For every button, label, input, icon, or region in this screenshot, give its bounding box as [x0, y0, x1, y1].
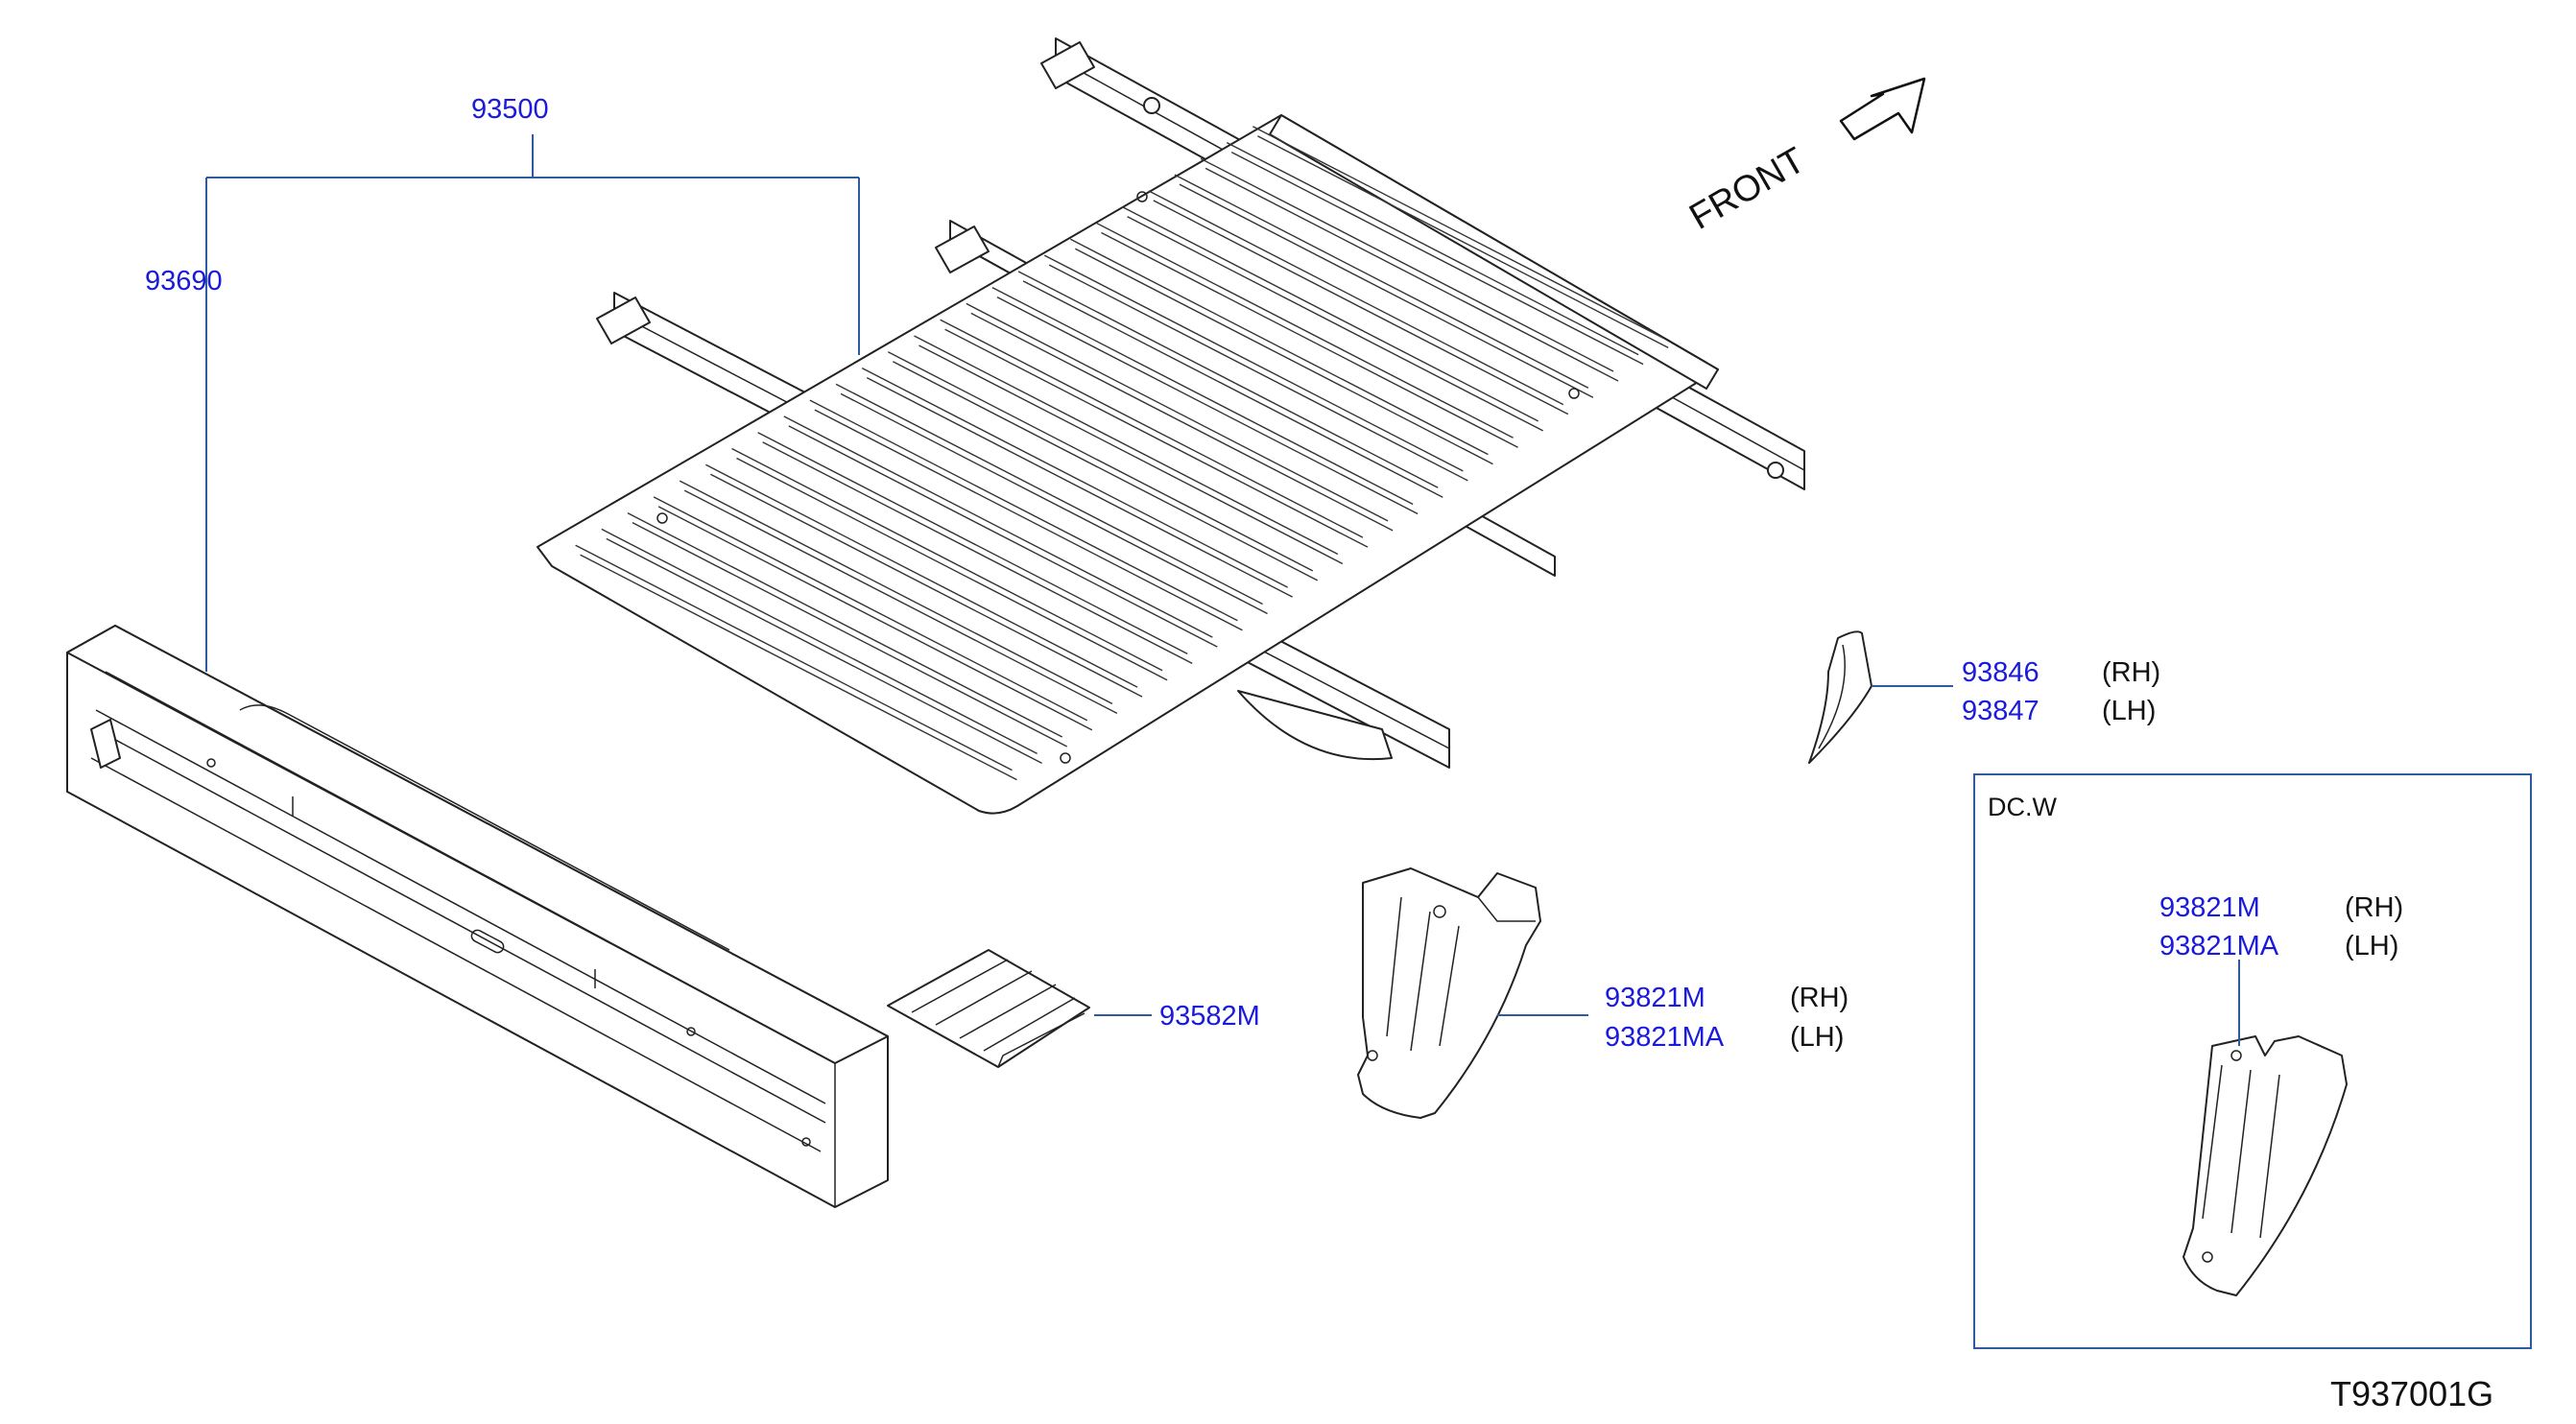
floor-rib — [757, 432, 1188, 655]
part-number-93821m: 93821M — [1605, 983, 1705, 1013]
side-rh-93821m: (RH) — [1790, 983, 1849, 1013]
floor-rib — [996, 297, 1419, 515]
floor-rib — [653, 496, 1088, 722]
floor-rib — [1179, 183, 1594, 398]
floor-rib — [1205, 167, 1619, 382]
part-number-93821ma: 93821MA — [1605, 1022, 1725, 1053]
floor-rib — [736, 457, 1168, 681]
floor-rib — [1200, 157, 1614, 372]
inset-bracket-93821m — [2182, 1035, 2348, 1296]
floor-rib — [788, 425, 1218, 648]
floor-rib — [1252, 126, 1664, 339]
inset-title: DC.W — [1988, 793, 2057, 821]
floor-rib — [893, 361, 1319, 581]
front-label: FRONT — [1683, 140, 1812, 238]
floor-rib — [1022, 280, 1443, 498]
floor-rib — [1043, 254, 1464, 472]
bracket-93846 — [1808, 630, 1872, 764]
leader-lines — [205, 134, 2240, 1046]
floor-rib — [705, 463, 1138, 688]
floor-rib — [840, 392, 1268, 615]
floor-rib — [1017, 271, 1439, 488]
floor-rib — [835, 383, 1263, 605]
floor-rib — [657, 506, 1093, 731]
inset-side-rh: (RH) — [2345, 892, 2403, 923]
floor-rib — [679, 480, 1113, 705]
floor-rib — [1075, 248, 1493, 465]
floor-rib — [683, 489, 1118, 715]
bracket-93821m — [1357, 867, 1541, 1119]
floor-rib — [970, 312, 1394, 532]
floor-rib — [1122, 206, 1539, 422]
floor-rib — [944, 328, 1369, 548]
floor-rib — [580, 554, 1017, 781]
floor-rib — [991, 287, 1414, 506]
front-arrow — [1839, 77, 1926, 141]
floor-rib — [606, 537, 1042, 764]
side-lh-93847: (LH) — [2102, 696, 2156, 726]
inset-side-lh: (LH) — [2345, 931, 2398, 961]
floor-rib — [1174, 174, 1589, 389]
floor-panel — [537, 114, 1719, 815]
floor-rib — [575, 544, 1013, 771]
floor-rib — [914, 335, 1339, 556]
side-lh-93821ma: (LH) — [1790, 1022, 1844, 1053]
floor-rib — [1101, 231, 1518, 448]
side-rh-93846: (RH) — [2102, 657, 2160, 688]
floor-rib — [866, 376, 1293, 598]
floor-rib — [1048, 264, 1468, 482]
side-sill — [66, 625, 889, 1208]
floor-rib — [888, 351, 1314, 572]
part-number-93500: 93500 — [471, 94, 549, 125]
floor-rib — [632, 522, 1068, 748]
floor-rib — [1230, 151, 1644, 366]
floor-rib — [809, 399, 1238, 622]
part-number-93847: 93847 — [1962, 696, 2039, 726]
inset-panel-frame — [1973, 773, 2532, 1349]
floor-rib — [1127, 216, 1544, 432]
floor-rib — [966, 302, 1389, 522]
floor-rib — [627, 512, 1063, 738]
floor-rib — [918, 344, 1344, 565]
floor-rib — [710, 473, 1143, 698]
bracket-93582m — [887, 949, 1090, 1068]
floor-rib — [1153, 200, 1569, 415]
floor-rib — [814, 409, 1243, 631]
floor-rib — [1257, 135, 1669, 348]
part-number-93846: 93846 — [1962, 657, 2039, 688]
floor-rib — [940, 319, 1364, 538]
inset-part-number-93821ma: 93821MA — [2159, 931, 2279, 961]
floor-rib — [783, 415, 1213, 638]
floor-rib — [1096, 222, 1514, 439]
diagram-id: T937001G — [2330, 1374, 2493, 1413]
floor-rib — [731, 447, 1163, 672]
floor-rib — [762, 441, 1193, 665]
part-number-93582m: 93582M — [1159, 1001, 1260, 1032]
floor-rib — [861, 367, 1288, 588]
floor-rib — [1070, 238, 1489, 456]
floor-rib — [1148, 190, 1564, 406]
floor-rib — [1226, 141, 1639, 356]
part-number-93690: 93690 — [145, 266, 223, 297]
floor-rib — [601, 528, 1038, 754]
inset-part-number-93821m: 93821M — [2159, 892, 2260, 923]
